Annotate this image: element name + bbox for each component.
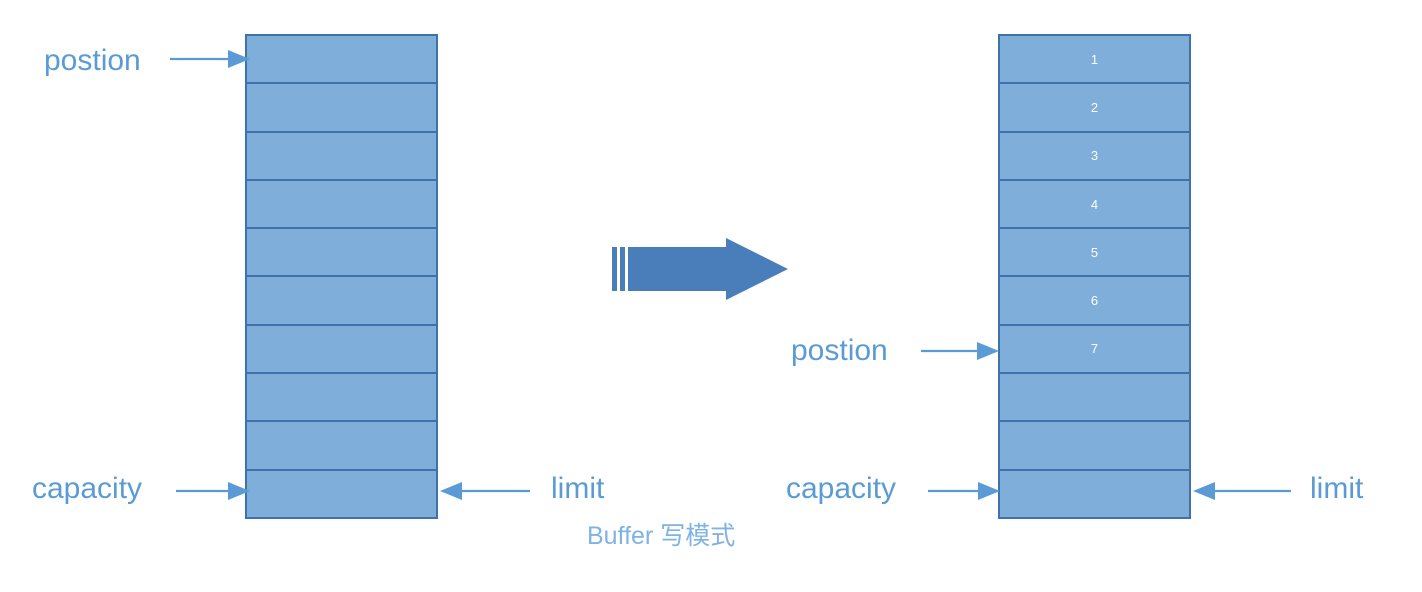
buffer-cell [1000, 470, 1189, 517]
buffer-cell: 7 [1000, 325, 1189, 375]
right-limit-arrow-icon [1193, 482, 1291, 500]
buffer-cell [1000, 422, 1189, 471]
left-capacity-label: capacity [32, 472, 143, 505]
buffer-cell [247, 84, 436, 133]
right-capacity-label: capacity [786, 472, 897, 505]
diagram-caption: Buffer 写模式 [587, 522, 736, 550]
right-buffer: 1 2 3 4 5 6 7 [998, 34, 1191, 519]
buffer-cell: 4 [1000, 180, 1189, 230]
left-limit-arrow-icon [440, 482, 530, 500]
left-limit-label: limit [551, 472, 605, 505]
left-capacity-arrow-icon [176, 482, 250, 500]
left-position-arrow-icon [170, 50, 250, 68]
buffer-cell [247, 470, 436, 517]
right-position-arrow-icon [921, 342, 999, 360]
buffer-cell [247, 132, 436, 181]
right-position-label: postion [791, 334, 888, 367]
buffer-cell: 3 [1000, 132, 1189, 181]
buffer-cell [247, 277, 436, 326]
buffer-cell [247, 422, 436, 471]
right-limit-label: limit [1310, 472, 1364, 505]
buffer-cell [247, 325, 436, 375]
buffer-cell [247, 36, 436, 85]
buffer-cell [247, 180, 436, 230]
left-buffer [245, 34, 438, 519]
right-capacity-arrow-icon [928, 482, 1000, 500]
buffer-cell: 6 [1000, 277, 1189, 326]
left-position-label: postion [44, 44, 141, 77]
buffer-cell [247, 374, 436, 423]
buffer-cell [1000, 374, 1189, 423]
buffer-cell: 5 [1000, 229, 1189, 278]
right-block-arrow-icon [612, 238, 788, 300]
buffer-cell [247, 229, 436, 278]
buffer-cell: 1 [1000, 36, 1189, 85]
buffer-cell: 2 [1000, 84, 1189, 133]
